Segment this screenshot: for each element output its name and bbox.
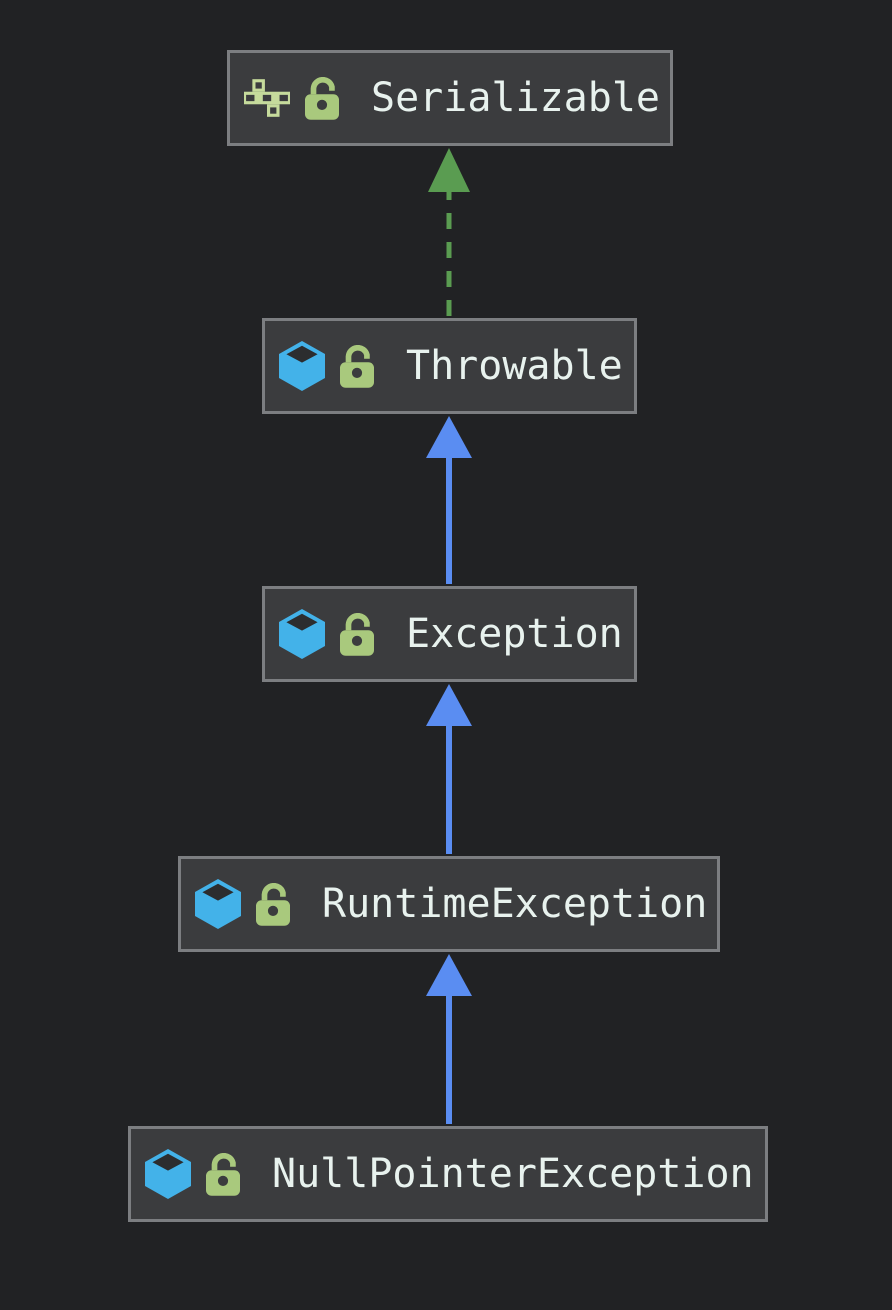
edge-nullpointerexception-extends-runtimeexception[interactable] [426,954,472,1124]
interface-icon [244,79,290,117]
class-icon [279,341,325,391]
node-label: NullPointerException [272,1151,754,1197]
class-icon [145,1149,191,1199]
interface-node-serializable[interactable]: Serializable [227,50,673,146]
open-lock-icon [256,882,290,926]
class-node-exception[interactable]: Exception [262,586,637,682]
edge-throwable-implements-serializable[interactable] [428,148,470,316]
edge-runtimeexception-extends-exception[interactable] [426,684,472,854]
open-lock-icon [340,612,374,656]
class-icon [195,879,241,929]
open-lock-icon [305,76,339,120]
open-lock-icon [340,344,374,388]
open-lock-icon [206,1152,240,1196]
node-label: Throwable [406,343,623,389]
node-label: Exception [406,611,623,657]
node-label: Serializable [371,75,660,121]
node-label: RuntimeException [322,881,708,927]
class-node-runtimeexception[interactable]: RuntimeException [178,856,720,952]
edge-exception-extends-throwable[interactable] [426,416,472,584]
class-node-throwable[interactable]: Throwable [262,318,637,414]
class-icon [279,609,325,659]
class-node-nullpointerexception[interactable]: NullPointerException [128,1126,768,1222]
